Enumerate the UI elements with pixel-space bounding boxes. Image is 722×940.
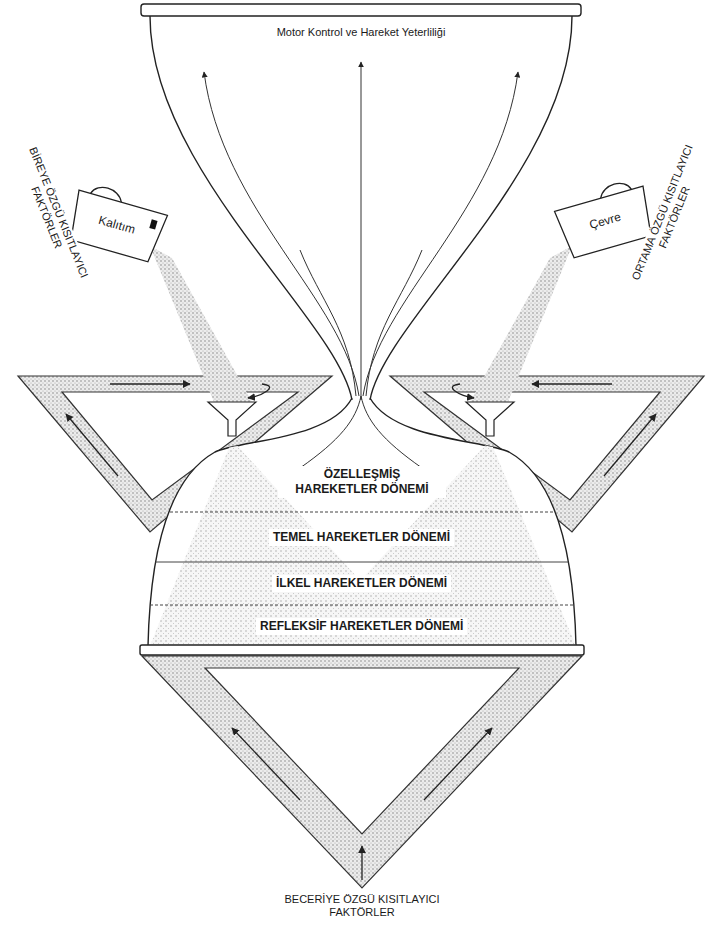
environment-sand-stream — [470, 246, 572, 402]
phase-label: ÖZELLEŞMİŞ HAREKETLER DÖNEMİ — [278, 466, 446, 498]
hourglass-top-bowl: Motor Kontrol ve Hareket Yeterliliği — [140, 0, 582, 400]
right-funnel — [466, 402, 514, 436]
heredity-sand-stream — [150, 246, 252, 402]
constraint-label: BECERİYE ÖZGÜ KISITLAYICI FAKTÖRLER — [278, 893, 446, 919]
outcome-label: Motor Kontrol ve Hareket Yeterliliği — [140, 26, 582, 38]
bulb-sand — [140, 440, 590, 646]
bulb-base — [140, 645, 584, 655]
development-arrows — [204, 62, 518, 468]
phase-label: TEMEL HAREKETLER DÖNEMİ — [269, 529, 454, 546]
phase-band: TEMEL HAREKETLER DÖNEMİ — [269, 529, 454, 546]
hourglass-bulb — [148, 398, 576, 646]
phase-label: İLKEL HAREKETLER DÖNEMİ — [272, 575, 451, 592]
bowl-outline — [140, 0, 582, 400]
flow-arrows — [66, 384, 656, 880]
phase-band: ÖZELLEŞMİŞ HAREKETLER DÖNEMİ — [278, 466, 446, 498]
phase-label: REFLEKSİF HAREKETLER DÖNEMİ — [256, 618, 467, 635]
phase-band: İLKEL HAREKETLER DÖNEMİ — [272, 575, 451, 592]
phase-band: REFLEKSİF HAREKETLER DÖNEMİ — [256, 618, 467, 635]
left-funnel — [208, 402, 256, 436]
task-constraint-triangle — [142, 656, 582, 888]
